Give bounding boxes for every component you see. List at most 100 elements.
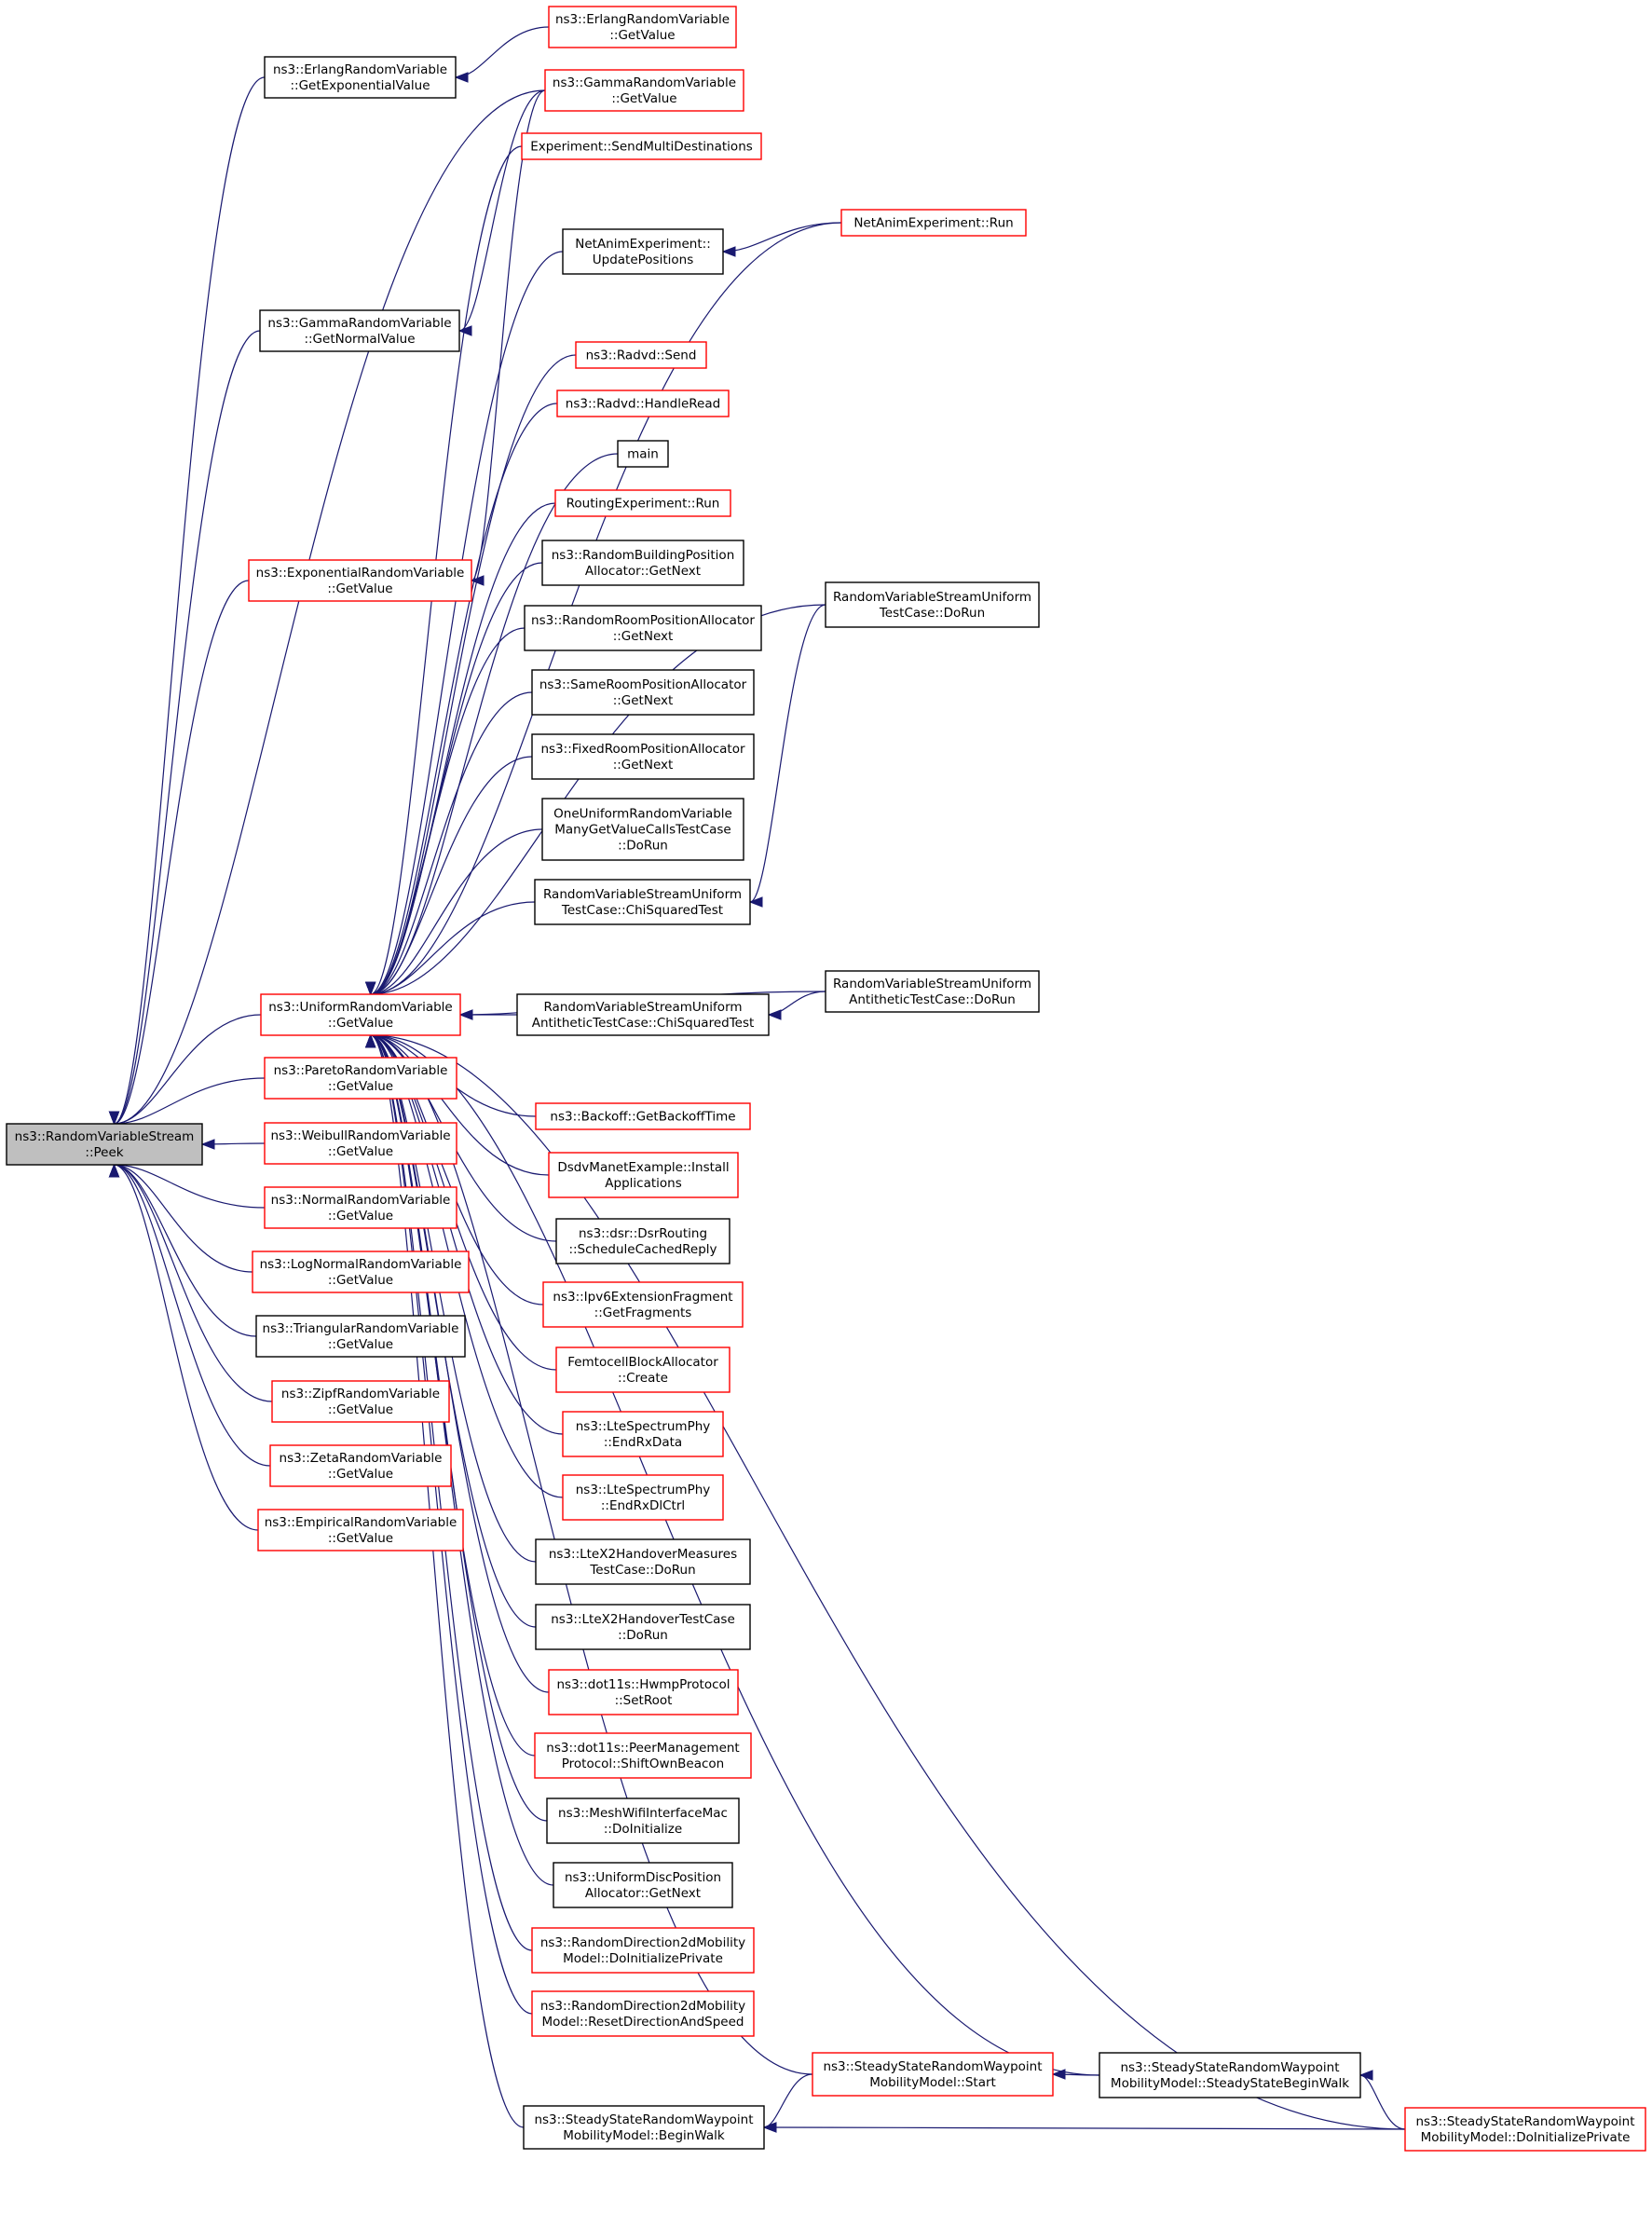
node-label-line: Experiment::SendMultiDestinations xyxy=(530,140,753,155)
node-ssrw-steady[interactable]: ns3::SteadyStateRandomWaypointMobilityMo… xyxy=(1099,2052,1361,2098)
node-label-line: ns3::Backoff::GetBackoffTime xyxy=(550,1110,735,1125)
node-radvd-read[interactable]: ns3::Radvd::HandleRead xyxy=(556,390,730,417)
node-label-line: ns3::dot11s::PeerManagement xyxy=(546,1741,739,1756)
node-label-line: NetAnimExperiment::Run xyxy=(853,216,1013,231)
node-box xyxy=(562,228,724,275)
node-label-line: ::Peek xyxy=(85,1145,123,1160)
node-pareto[interactable]: ns3::ParetoRandomVariable::GetValue xyxy=(264,1057,457,1100)
node-label-line: ns3::ErlangRandomVariable xyxy=(273,62,447,77)
node-label-line: ns3::UniformRandomVariable xyxy=(268,1000,453,1015)
node-label-line: ns3::GammaRandomVariable xyxy=(267,316,451,331)
node-label-line: ::GetNext xyxy=(613,693,674,708)
node-radvd-send[interactable]: ns3::Radvd::Send xyxy=(575,341,707,369)
node-meshwifi[interactable]: ns3::MeshWifiInterfaceMac::DoInitialize xyxy=(546,1797,740,1844)
node-ltex2-measures[interactable]: ns3::LteX2HandoverMeasuresTestCase::DoRu… xyxy=(535,1538,751,1585)
node-box xyxy=(840,209,1027,237)
arrowhead-weibull-to-peek xyxy=(200,1139,215,1150)
node-zeta[interactable]: ns3::ZetaRandomVariable::GetValue xyxy=(269,1444,452,1487)
node-erlang-getvalue[interactable]: ns3::ErlangRandomVariable::GetValue xyxy=(548,6,737,48)
node-gamma-normal[interactable]: ns3::GammaRandomVariable::GetNormalValue xyxy=(259,309,460,352)
node-box xyxy=(260,993,461,1036)
node-gamma-getvalue[interactable]: ns3::GammaRandomVariable::GetValue xyxy=(544,69,744,112)
node-box xyxy=(6,1123,203,1166)
node-label-line: TestCase::DoRun xyxy=(879,606,985,621)
node-box xyxy=(535,1604,751,1650)
node-lognormal[interactable]: ns3::LogNormalRandomVariable::GetValue xyxy=(252,1251,470,1293)
node-normal[interactable]: ns3::NormalRandomVariable::GetValue xyxy=(264,1186,457,1229)
node-box xyxy=(264,1057,457,1100)
node-rvs-uniform-dorun[interactable]: RandomVariableStreamUniformTestCase::DoR… xyxy=(825,581,1040,628)
node-lte-rxdata[interactable]: ns3::LteSpectrumPhy::EndRxData xyxy=(562,1411,724,1457)
node-label-line: ::EndRxData xyxy=(604,1435,682,1450)
node-erlang-getexp[interactable]: ns3::ErlangRandomVariable::GetExponentia… xyxy=(264,56,457,99)
node-label-line: MobilityModel::SteadyStateBeginWalk xyxy=(1111,2076,1349,2091)
node-uniformdisc[interactable]: ns3::UniformDiscPositionAllocator::GetNe… xyxy=(553,1862,733,1908)
node-box xyxy=(541,540,744,586)
node-rd2d-reset[interactable]: ns3::RandomDirection2dMobilityModel::Res… xyxy=(531,1990,755,2037)
node-box xyxy=(531,1990,755,2037)
node-one-uniform[interactable]: OneUniformRandomVariableManyGetValueCall… xyxy=(541,798,744,861)
node-label-line: ::GetValue xyxy=(611,91,676,106)
node-triangular[interactable]: ns3::TriangularRandomVariable::GetValue xyxy=(255,1315,466,1358)
edge-gamma_getvalue-to-exp_getvalue xyxy=(471,89,546,581)
node-netanim-update[interactable]: NetAnimExperiment::UpdatePositions xyxy=(562,228,724,275)
edge-ssrw_init-to-ssrw_steady xyxy=(1359,2074,1406,2130)
node-rvs-uniform-chi[interactable]: RandomVariableStreamUniformTestCase::Chi… xyxy=(534,879,751,925)
arrowhead-anti_dorun-to-anti_chi xyxy=(767,1009,782,1020)
arrowhead-empirical-to-peek xyxy=(108,1163,120,1178)
node-rd2d-init[interactable]: ns3::RandomDirection2dMobilityModel::DoI… xyxy=(531,1927,755,1974)
node-label-line: ns3::Radvd::Send xyxy=(586,349,697,363)
node-rand-room[interactable]: ns3::RandomRoomPositionAllocator::GetNex… xyxy=(524,605,762,651)
node-backoff[interactable]: ns3::Backoff::GetBackoffTime xyxy=(535,1102,751,1130)
node-label-line: ns3::GammaRandomVariable xyxy=(553,75,736,90)
node-label-line: ::DoRun xyxy=(618,839,668,854)
edge-ipv6frag-to-uniform_getvalue xyxy=(370,1034,544,1305)
node-empirical[interactable]: ns3::EmpiricalRandomVariable::GetValue xyxy=(257,1509,464,1551)
node-box xyxy=(546,1797,740,1844)
node-ipv6frag[interactable]: ns3::Ipv6ExtensionFragment::GetFragments xyxy=(542,1281,744,1328)
edge-normal-to-peek xyxy=(114,1164,266,1209)
node-label-line: ::GetNext xyxy=(613,758,674,772)
edge-zeta-to-peek xyxy=(114,1164,271,1467)
node-label-line: FemtocellBlockAllocator xyxy=(567,1355,718,1370)
node-label-line: OneUniformRandomVariable xyxy=(553,807,732,822)
node-zipf[interactable]: ns3::ZipfRandomVariable::GetValue xyxy=(271,1380,450,1423)
node-rand-building[interactable]: ns3::RandomBuildingPositionAllocator::Ge… xyxy=(541,540,744,586)
node-netanim-run[interactable]: NetAnimExperiment::Run xyxy=(840,209,1027,237)
node-label-line: ::ScheduleCachedReply xyxy=(568,1242,717,1257)
node-weibull[interactable]: ns3::WeibullRandomVariable::GetValue xyxy=(264,1122,457,1165)
node-anti-chi[interactable]: RandomVariableStreamUniformAntitheticTes… xyxy=(516,993,770,1036)
node-routing-run[interactable]: RoutingExperiment::Run xyxy=(554,489,731,517)
node-femtocell[interactable]: FemtocellBlockAllocator::Create xyxy=(555,1346,730,1393)
node-ssrw-init[interactable]: ns3::SteadyStateRandomWaypointMobilityMo… xyxy=(1404,2107,1646,2152)
node-box xyxy=(535,1102,751,1130)
node-label-line: ns3::LteX2HandoverTestCase xyxy=(551,1612,735,1627)
node-label-line: ns3::LteSpectrumPhy xyxy=(576,1419,711,1434)
node-exp-sendmulti[interactable]: Experiment::SendMultiDestinations xyxy=(521,132,762,160)
node-lte-rxdl[interactable]: ns3::LteSpectrumPhy::EndRxDlCtrl xyxy=(562,1474,724,1521)
node-label-line: MobilityModel::BeginWalk xyxy=(563,2128,725,2143)
node-dsr[interactable]: ns3::dsr::DsrRouting::ScheduleCachedRepl… xyxy=(555,1218,730,1264)
node-peek[interactable]: ns3::RandomVariableStream::Peek xyxy=(6,1123,203,1166)
node-hwmp[interactable]: ns3::dot11s::HwmpProtocol::SetRoot xyxy=(548,1669,739,1715)
edge-ssrw_init-to-ssrw_begin xyxy=(763,2126,1406,2130)
node-ssrw-start[interactable]: ns3::SteadyStateRandomWaypointMobilityMo… xyxy=(812,2052,1054,2097)
node-same-room[interactable]: ns3::SameRoomPositionAllocator::GetNext xyxy=(531,669,755,716)
node-fixed-room[interactable]: ns3::FixedRoomPositionAllocator::GetNext xyxy=(531,733,755,780)
node-exp-getvalue[interactable]: ns3::ExponentialRandomVariable::GetValue xyxy=(248,559,472,602)
node-uniform-getvalue[interactable]: ns3::UniformRandomVariable::GetValue xyxy=(260,993,461,1036)
node-ssrw-begin[interactable]: ns3::SteadyStateRandomWaypointMobilityMo… xyxy=(523,2105,765,2150)
node-peermgmt[interactable]: ns3::dot11s::PeerManagementProtocol::Shi… xyxy=(534,1732,752,1779)
node-ltex2-test[interactable]: ns3::LteX2HandoverTestCase::DoRun xyxy=(535,1604,751,1650)
node-anti-dorun[interactable]: RandomVariableStreamUniformAntitheticTes… xyxy=(825,970,1040,1013)
node-label-line: ns3::RandomRoomPositionAllocator xyxy=(531,613,755,628)
node-main[interactable]: main xyxy=(617,440,669,468)
node-label-line: ::GetValue xyxy=(328,1402,393,1417)
node-label-line: ns3::ParetoRandomVariable xyxy=(274,1063,448,1078)
node-box xyxy=(264,1186,457,1229)
node-box xyxy=(825,970,1040,1013)
node-label-line: ns3::dot11s::HwmpProtocol xyxy=(556,1677,730,1692)
node-label-line: RandomVariableStreamUniform xyxy=(543,887,742,902)
